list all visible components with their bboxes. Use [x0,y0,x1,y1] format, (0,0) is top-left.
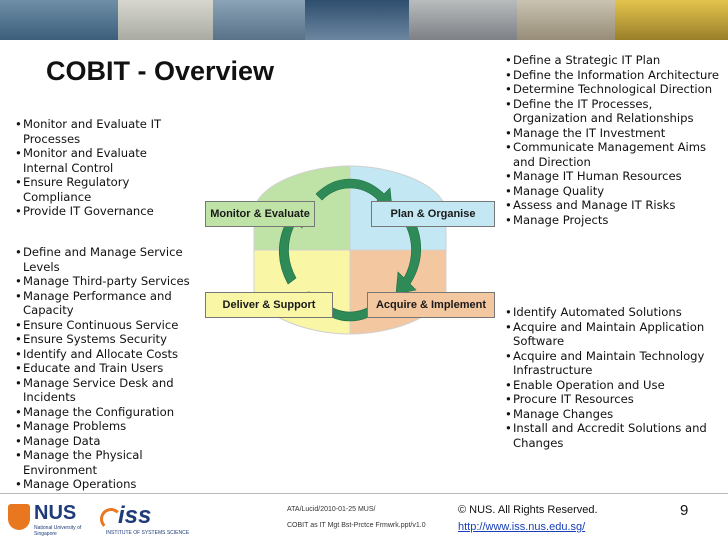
monitor-evaluate-box: Monitor & Evaluate [205,201,315,227]
list-item: Identify and Allocate Costs [15,347,201,362]
deliver-support-box: Deliver & Support [205,292,333,318]
footer-reference-line-2: COBIT as IT Mgt Bst-Prctce Frmwrk.ppt/v1… [287,522,426,529]
list-item: Acquire and Maintain Technology Infrastr… [505,349,721,378]
monitor-evaluate-process-list: Monitor and Evaluate IT Processes Monito… [15,117,195,219]
header-photo-banner [0,0,728,40]
list-item: Manage Projects [505,213,721,228]
list-item: Identify Automated Solutions [505,305,721,320]
list-item: Ensure Continuous Service [15,318,201,333]
page-number: 9 [680,502,689,519]
list-item: Manage Third-party Services [15,274,201,289]
plan-organise-process-list: Define a Strategic IT Plan Define the In… [505,53,721,227]
list-item: Manage Data [15,434,201,449]
iss-website-link[interactable]: http://www.iss.nus.edu.sg/ [458,521,586,533]
list-item: Install and Accredit Solutions and Chang… [505,421,721,450]
list-item: Determine Technological Direction [505,82,721,97]
list-item: Manage Performance and Capacity [15,289,201,318]
slide-title: COBIT - Overview [46,56,275,86]
list-item: Manage Service Desk and Incidents [15,376,201,405]
footer-reference-line-1: ATA/Lucid/2010-01-25 MUS/ [287,506,376,513]
list-item: Manage the Configuration [15,405,201,420]
arrow-plan-to-acquire [395,215,422,295]
list-item: Communicate Management Aims and Directio… [505,140,721,169]
nus-logo: NUS National University of Singapore [8,500,88,540]
acquire-implement-process-list: Identify Automated Solutions Acquire and… [505,305,721,450]
list-item: Define and Manage Service Levels [15,245,201,274]
list-item: Define a Strategic IT Plan [505,53,721,68]
list-item: Manage Quality [505,184,721,199]
list-item: Enable Operation and Use [505,378,721,393]
acquire-implement-box: Acquire & Implement [367,292,495,318]
list-item: Assess and Manage IT Risks [505,198,721,213]
list-item: Manage IT Human Resources [505,169,721,184]
list-item: Ensure Regulatory Compliance [15,175,195,204]
list-item: Procure IT Resources [505,392,721,407]
list-item: Acquire and Maintain Application Softwar… [505,320,721,349]
list-item: Provide IT Governance [15,204,195,219]
list-item: Manage Problems [15,419,201,434]
list-item: Monitor and Evaluate IT Processes [15,117,195,146]
footer-divider [0,493,728,494]
list-item: Manage the Physical Environment [15,448,201,477]
copyright-notice: © NUS. All Rights Reserved. [458,504,598,516]
list-item: Monitor and Evaluate Internal Control [15,146,195,175]
list-item: Define the IT Processes, Organization an… [505,97,721,126]
list-item: Manage Changes [505,407,721,422]
plan-organise-box: Plan & Organise [371,201,495,227]
list-item: Educate and Train Users [15,361,201,376]
arrow-monitor-to-plan [315,178,393,209]
list-item: Define the Information Architecture [505,68,721,83]
list-item: Manage Operations [15,477,201,492]
iss-swoosh-icon [100,508,122,530]
list-item: Manage the IT Investment [505,126,721,141]
deliver-support-process-list: Define and Manage Service Levels Manage … [15,245,201,492]
iss-logo: iss INSTITUTE OF SYSTEMS SCIENCE [98,500,189,540]
nus-crest-icon [8,504,30,530]
list-item: Ensure Systems Security [15,332,201,347]
